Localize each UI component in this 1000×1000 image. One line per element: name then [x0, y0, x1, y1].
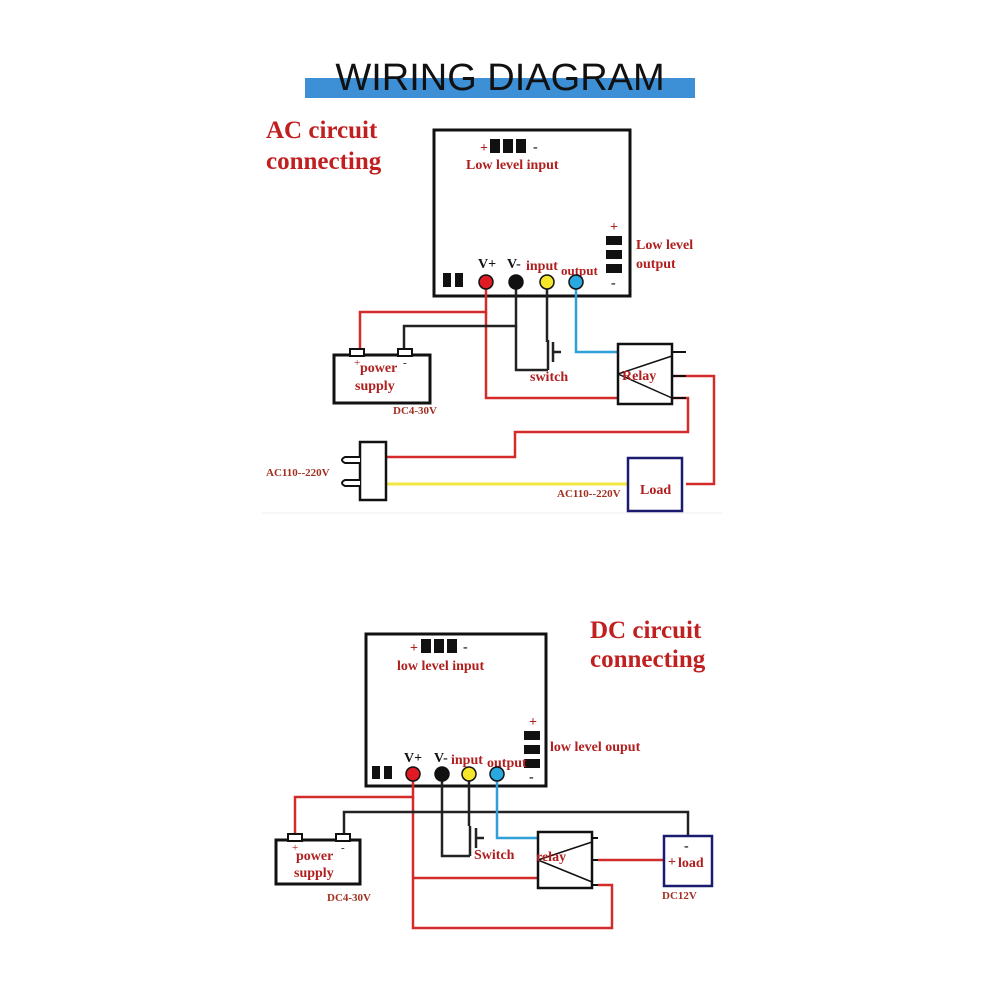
- dc-wires: [293, 774, 690, 930]
- title-bar: [305, 78, 695, 98]
- ac-module-box: [432, 128, 632, 298]
- dc-low-level-output-label: low level ouput: [550, 740, 641, 755]
- ac-switch-label: switch: [530, 370, 568, 385]
- ac-aux-terminal-b: [455, 273, 463, 287]
- ac-heading-line1: AC circuit: [266, 117, 378, 144]
- dc-relay: [536, 830, 598, 890]
- ac-aux-terminal-a: [443, 273, 451, 287]
- dc-aux-terminal-a: [372, 766, 380, 779]
- ac-voltage-label-right: AC110--220V: [557, 488, 621, 500]
- dc-heading-line2: connecting: [590, 646, 706, 673]
- svg-text:+: +: [610, 220, 618, 235]
- dc-relay-label: relay: [536, 850, 566, 865]
- dc-aux-terminal-b: [384, 766, 392, 779]
- dc-power-supply-label-1: power: [296, 849, 333, 864]
- ac-terminal-output: [568, 274, 584, 290]
- svg-text:+: +: [354, 357, 360, 369]
- ac-low-level-output-label-2: output: [636, 257, 676, 272]
- diagram-title: WIRING DIAGRAM: [335, 57, 665, 99]
- ac-dc-range-label: DC4-30V: [393, 405, 437, 417]
- ac-pin-input-label: input: [526, 259, 558, 274]
- svg-text:+: +: [668, 855, 676, 870]
- dc-pin-input-label: input: [451, 753, 483, 768]
- svg-text:+: +: [480, 141, 488, 156]
- dc-switch-label: Switch: [474, 848, 515, 863]
- ac-low-level-output-label-1: Low level: [636, 238, 693, 253]
- svg-text:-: -: [533, 140, 538, 155]
- svg-text:-: -: [529, 770, 534, 785]
- ac-pin-vplus-label: V+: [478, 257, 496, 272]
- dc-terminal-input: [461, 766, 477, 782]
- ac-low-level-input-label: Low level input: [466, 158, 559, 173]
- dc-power-supply: + -: [274, 833, 362, 886]
- svg-text:+: +: [529, 715, 537, 730]
- svg-text:-: -: [341, 842, 345, 854]
- ac-terminal-vminus: [508, 274, 524, 290]
- ac-load-label: Load: [640, 483, 671, 498]
- svg-text:-: -: [611, 276, 616, 291]
- ac-low-level-input-terminal: + -: [480, 139, 538, 156]
- dc-terminal-output: [489, 766, 505, 782]
- dc-heading-line1: DC circuit: [590, 617, 702, 644]
- dc-low-level-input-label: low level input: [397, 659, 484, 674]
- ac-pin-vminus-label: V-: [507, 257, 521, 272]
- dc-pin-vplus-label: V+: [404, 751, 422, 766]
- dc-module-box: [364, 632, 548, 788]
- svg-text:-: -: [463, 640, 468, 655]
- dc-load-voltage-label: DC12V: [662, 890, 697, 902]
- dc-dc-range-label: DC4-30V: [327, 892, 371, 904]
- dc-terminal-vplus: [405, 766, 421, 782]
- dc-pin-vminus-label: V-: [434, 751, 448, 766]
- dc-load: - +: [662, 834, 714, 888]
- ac-voltage-label-left: AC110--220V: [266, 467, 330, 479]
- ac-low-level-output-terminal: + -: [606, 220, 622, 291]
- dc-section: DC circuit connecting + - low level inpu…: [274, 617, 714, 930]
- ac-relay-label: Relay: [622, 369, 656, 384]
- ac-power-supply-label-2: supply: [355, 379, 395, 394]
- svg-text:+: +: [292, 842, 298, 854]
- ac-terminal-vplus: [478, 274, 494, 290]
- ac-relay: [616, 342, 686, 406]
- dc-low-level-input-terminal: + -: [410, 639, 468, 656]
- dc-power-supply-label-2: supply: [294, 866, 334, 881]
- dc-load-label: load: [678, 856, 704, 871]
- dc-low-level-output-terminal: + -: [524, 715, 540, 785]
- ac-load: [626, 456, 684, 513]
- ac-plug: [341, 440, 388, 502]
- svg-text:+: +: [410, 641, 418, 656]
- dc-terminal-vminus: [434, 766, 450, 782]
- ac-power-supply: + -: [332, 348, 432, 405]
- ac-section: AC circuit connecting + - Low level inpu…: [262, 117, 722, 514]
- ac-heading-line2: connecting: [266, 148, 382, 175]
- ac-terminal-input: [539, 274, 555, 290]
- svg-text:-: -: [403, 357, 407, 369]
- ac-power-supply-label-1: power: [360, 361, 397, 376]
- ac-pin-output-label: output: [561, 263, 599, 278]
- svg-text:-: -: [684, 839, 689, 854]
